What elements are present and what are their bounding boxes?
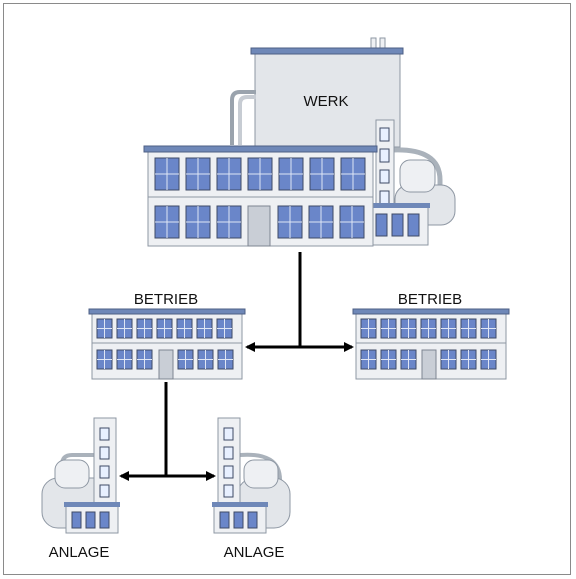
anlage-left-label: ANLAGE [49, 544, 110, 561]
betrieb-right-label: BETRIEB [398, 291, 462, 308]
betrieb-left-building [88, 308, 246, 380]
werk-building [143, 37, 456, 247]
betrieb-right-building [352, 308, 510, 380]
anlage-right-building [212, 417, 291, 534]
anlage-right-label: ANLAGE [224, 544, 285, 561]
betrieb-left-label: BETRIEB [134, 291, 198, 308]
anlage-left-building [41, 417, 120, 534]
connectors [119, 252, 354, 481]
werk-label: WERK [304, 93, 349, 110]
